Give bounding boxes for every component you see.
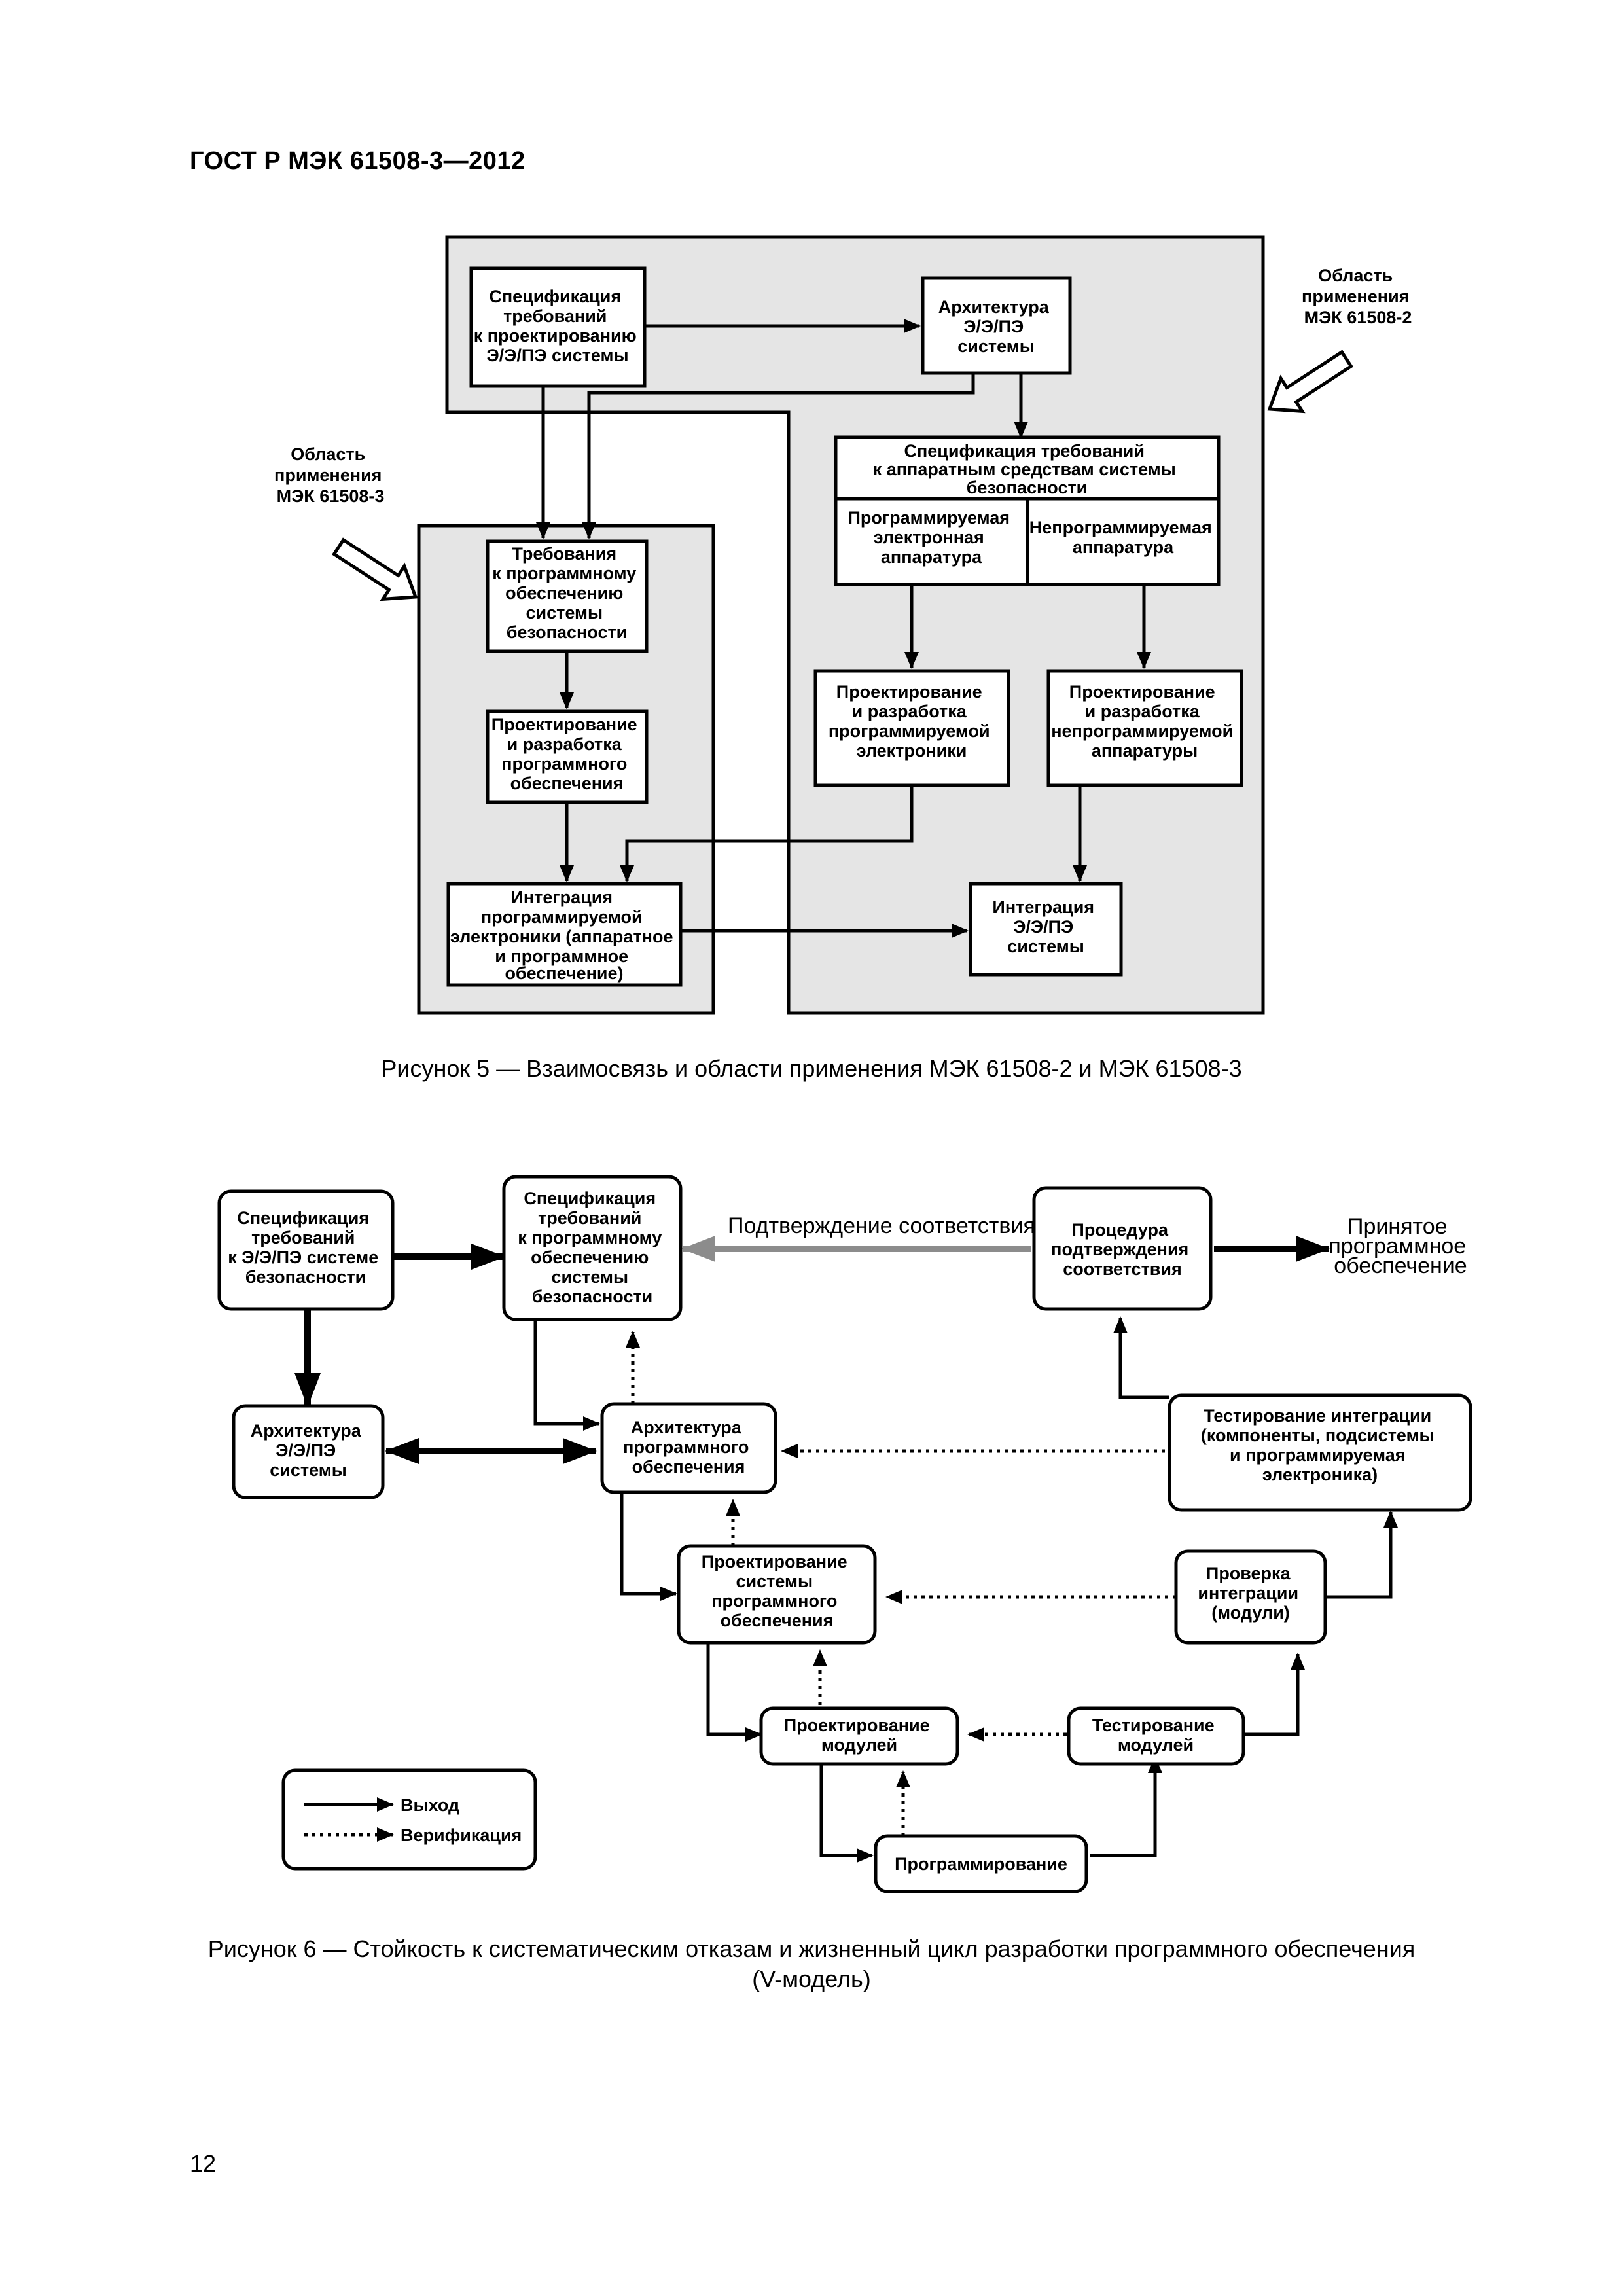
figure-6-caption-line-1: Рисунок 6 — Стойкость к систематическим …	[207, 1935, 1416, 1962]
box-pe-design	[813, 669, 1010, 787]
sys-spec-text: Спецификация требований к проектированию…	[474, 287, 641, 365]
module-design-text: Проектирование модулей	[784, 1715, 935, 1755]
box-safety-spec	[217, 1189, 395, 1311]
box-integration-test	[1168, 1393, 1472, 1512]
legend-verification-label: Верификация	[401, 1825, 522, 1845]
box-coding	[874, 1834, 1088, 1893]
legend	[281, 1768, 537, 1871]
safety-spec-text: Спецификация требований к Э/Э/ПЭ системе…	[228, 1208, 383, 1287]
box-nonprog-design	[1046, 669, 1243, 787]
accepted-sw-label: Принятое программное обеспечение	[1329, 1214, 1472, 1278]
box-pe-integration	[446, 882, 683, 987]
box-validation	[1032, 1186, 1213, 1311]
box-sw-arch	[600, 1402, 777, 1494]
sw-sys-design-text: Проектирование системы программного обес…	[702, 1552, 852, 1630]
box-sw-req	[486, 539, 649, 653]
sw-design-text: Проектирование и разработка программного…	[491, 715, 642, 793]
box-sys-arch	[921, 276, 1072, 375]
sys-arch-text: Архитектура Э/Э/ПЭ системы	[938, 297, 1054, 356]
box-sys-integration	[969, 882, 1123, 977]
figure-6: Спецификация требований к Э/Э/ПЭ системе…	[217, 1175, 1472, 1893]
legend-output-label: Выход	[401, 1795, 459, 1815]
f6-sys-arch-text: Архитектура Э/Э/ПЭ системы	[251, 1421, 366, 1480]
hw-spec-title-text: Спецификация требований к аппаратным сре…	[873, 441, 1181, 497]
box-f6-sys-arch	[232, 1404, 385, 1499]
box-sys-spec	[469, 266, 647, 388]
nonprog-design-text: Проектирование и разработка непрограммир…	[1051, 682, 1238, 761]
hollow-arrow-61508-2	[1267, 350, 1353, 414]
sw-arch-text: Архитектура программного обеспечения	[623, 1418, 754, 1477]
prog-hw-text: Программируемая электронная аппаратура	[847, 508, 1014, 567]
box-sw-sys-design	[677, 1544, 877, 1645]
figure-6-caption-line-2: (V-модель)	[752, 1965, 871, 1992]
figure-5-caption: Рисунок 5 — Взаимосвязь и области примен…	[381, 1055, 1242, 1082]
page-number: 12	[190, 2150, 217, 2177]
integration-check-text: Проверка интеграции (модули)	[1198, 1564, 1303, 1623]
scope-region-61508-2	[445, 235, 1265, 1015]
nonprog-hw-text: Непрограммируемая аппаратура	[1029, 518, 1217, 557]
pe-design-text: Проектирование и разработка программируе…	[829, 682, 995, 761]
sys-integration-text: Интеграция Э/Э/ПЭ системы	[992, 897, 1099, 956]
box-module-test	[1067, 1706, 1245, 1766]
coding-text: Программирование	[895, 1854, 1067, 1874]
validation-text: Процедура подтверждения соответствия	[1051, 1220, 1194, 1279]
pe-integration-text: Интеграция программируемой электроники (…	[450, 888, 678, 983]
sw-safety-spec-text: Спецификация требований к программному о…	[518, 1189, 667, 1306]
box-integration-check	[1174, 1549, 1327, 1645]
sw-req-text: Требования к программному обеспечению си…	[492, 544, 641, 642]
box-module-design	[759, 1706, 959, 1766]
box-sw-design	[486, 709, 649, 804]
integration-test-text: Тестирование интеграции (компоненты, под…	[1201, 1406, 1439, 1484]
hollow-arrow-61508-3	[332, 537, 418, 601]
validation-arrow-label: Подтверждение соответствия	[728, 1213, 1035, 1238]
figure-5: Спецификация требований к проектированию…	[274, 235, 1414, 1015]
document-header: ГОСТ Р МЭК 61508-3—2012	[190, 147, 526, 175]
box-sw-safety-spec	[502, 1175, 683, 1321]
module-test-text: Тестирование модулей	[1092, 1715, 1219, 1755]
scope-3-label: Область применения МЭК 61508-3	[274, 444, 387, 506]
scope-2-label: Область применения МЭК 61508-2	[1302, 266, 1414, 327]
